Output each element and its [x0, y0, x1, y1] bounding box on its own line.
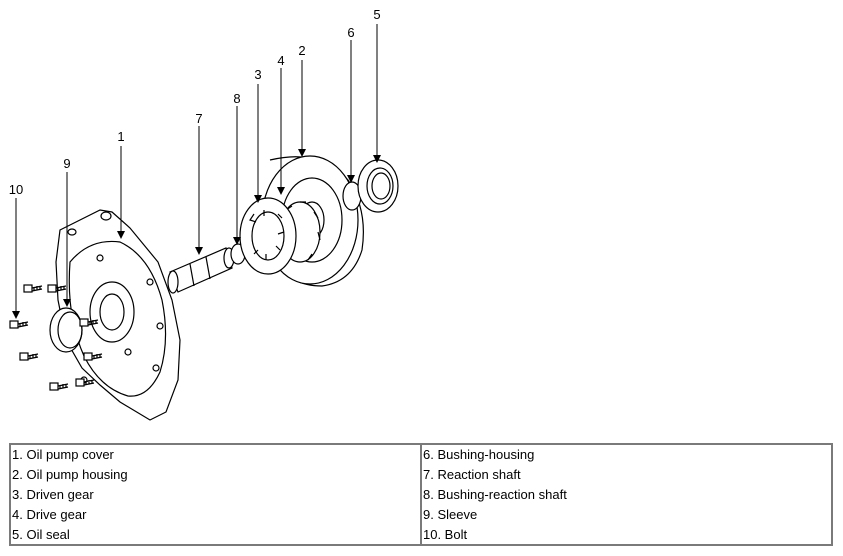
callout-1: 1	[117, 129, 124, 144]
parts-legend-table: 1. Oil pump cover 2. Oil pump housing 3.…	[9, 443, 833, 546]
legend-column-left: 1. Oil pump cover 2. Oil pump housing 3.…	[11, 445, 420, 544]
legend-item: 8. Bushing-reaction shaft	[423, 487, 567, 502]
callout-2: 2	[298, 43, 305, 58]
legend-item: 7. Reaction shaft	[423, 467, 521, 482]
callout-7: 7	[195, 111, 202, 126]
legend-item: 10. Bolt	[423, 527, 468, 542]
exploded-diagram: 1 2 3 4 5 6 7 8 9 10	[9, 7, 399, 421]
legend-item: 6. Bushing-housing	[423, 447, 535, 462]
legend-item: 1. Oil pump cover	[12, 447, 114, 462]
bolts-part	[9, 284, 103, 391]
legend-item: 9. Sleeve	[423, 507, 478, 522]
callout-5: 5	[373, 7, 380, 22]
legend-item: 5. Oil seal	[12, 527, 70, 542]
legend-item: 3. Driven gear	[12, 487, 94, 502]
sleeve-part	[49, 307, 83, 353]
legend-column-right: 6. Bushing-housing 7. Reaction shaft 8. …	[420, 445, 831, 544]
callout-3: 3	[254, 67, 261, 82]
driven-gear-part	[239, 197, 297, 275]
callout-6: 6	[347, 25, 354, 40]
legend-item: 4. Drive gear	[12, 507, 87, 522]
callout-4: 4	[277, 53, 284, 68]
callout-8: 8	[233, 91, 240, 106]
callout-10: 10	[9, 182, 23, 197]
oil-seal-part	[357, 159, 399, 213]
reaction-shaft-part	[167, 247, 235, 294]
callout-9: 9	[63, 156, 70, 171]
oil-pump-cover-part	[55, 209, 181, 421]
legend-item: 2. Oil pump housing	[12, 467, 128, 482]
